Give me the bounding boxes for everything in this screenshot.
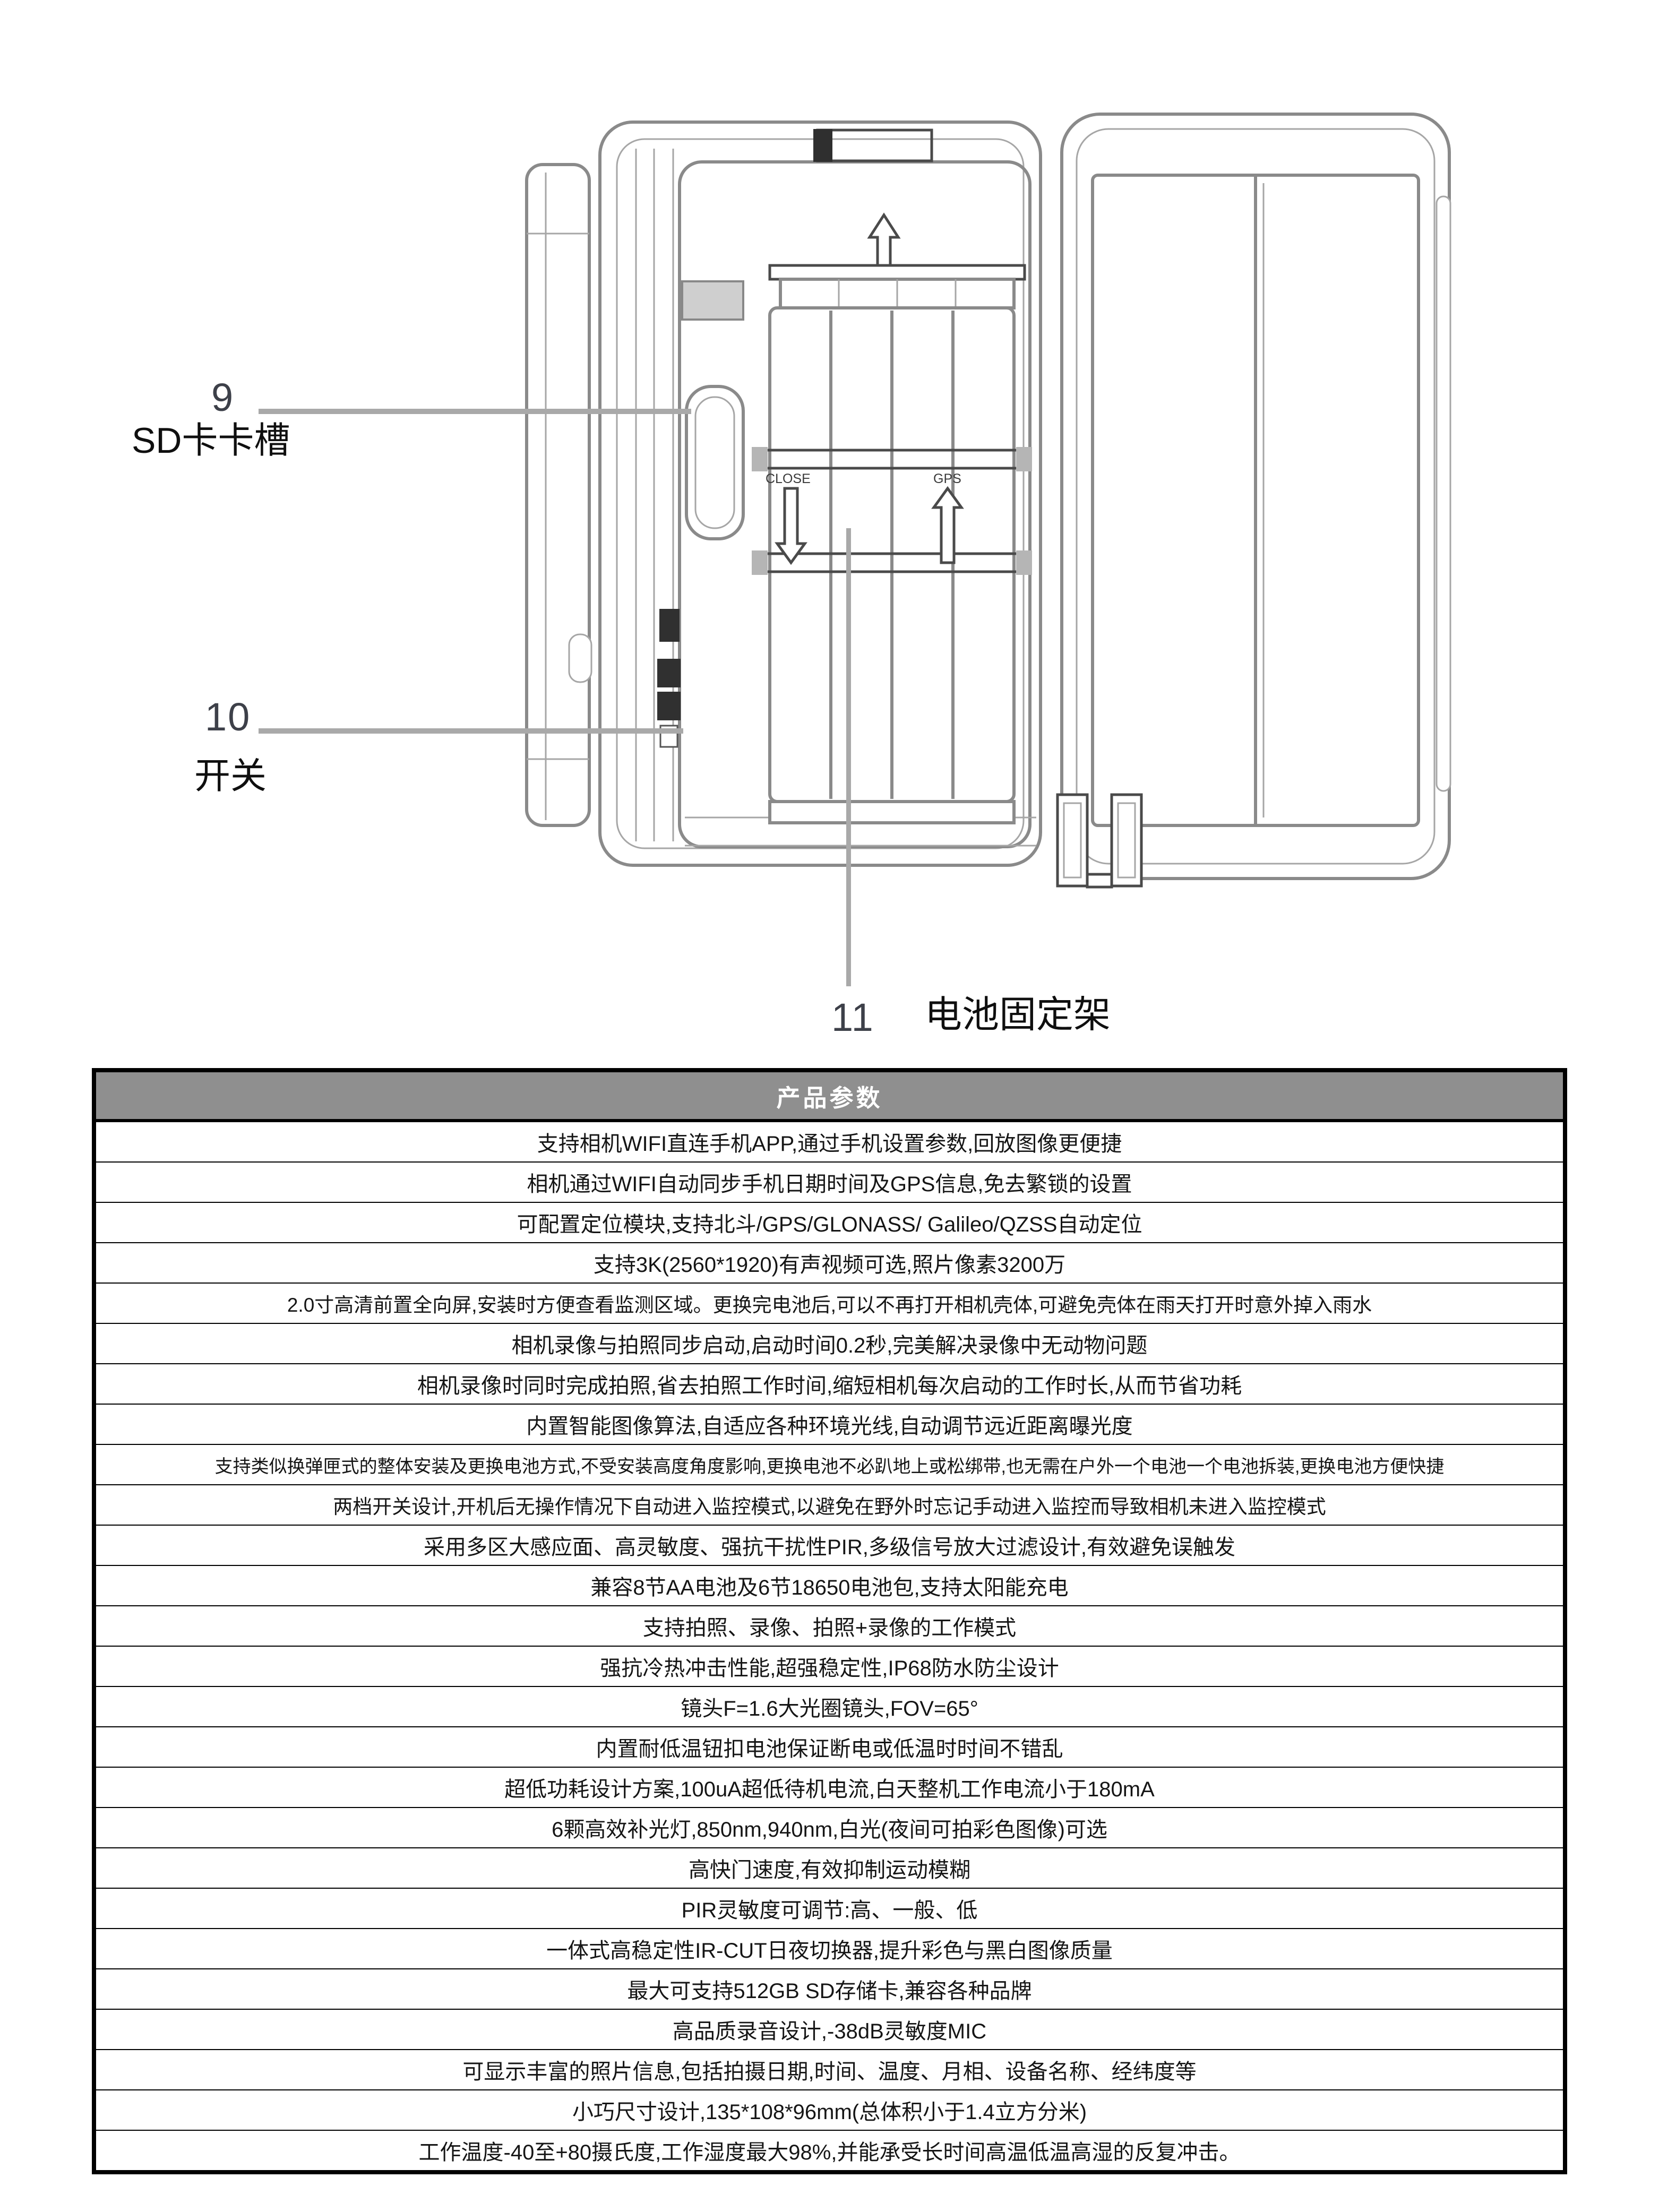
spec-row-20: PIR灵敏度可调节:高、一般、低: [96, 1889, 1563, 1929]
front-door: [1056, 113, 1451, 889]
spec-row-21: 一体式高稳定性IR-CUT日夜切换器,提升彩色与黑白图像质量: [96, 1929, 1563, 1969]
door-latch-posts: [1056, 793, 1143, 889]
spec-row-15: 镜头F=1.6大光圈镜头,FOV=65°: [96, 1687, 1563, 1727]
spec-row-22: 最大可支持512GB SD存储卡,兼容各种品牌: [96, 1969, 1563, 2010]
callout-10-leader-line: [259, 728, 683, 734]
spec-row-9: 支持类似换弹匣式的整体安装及更换电池方式,不受安装高度角度影响,更换电池不必趴地…: [96, 1445, 1563, 1485]
spec-row-14: 强抗冷热冲击性能,超强稳定性,IP68防水防尘设计: [96, 1647, 1563, 1687]
door-hinge: [1435, 195, 1451, 792]
spec-row-25: 小巧尺寸设计,135*108*96mm(总体积小于1.4立方分米): [96, 2090, 1563, 2131]
spec-row-8: 内置智能图像算法,自适应各种环境光线,自动调节远近距离曝光度: [96, 1405, 1563, 1445]
spec-table-title: 产品参数: [96, 1072, 1563, 1122]
spec-row-19: 高快门速度,有效抑制运动模糊: [96, 1848, 1563, 1889]
callout-9-label: SD卡卡槽: [132, 420, 290, 461]
battery-strap-top: [752, 447, 1032, 471]
spec-row-17: 超低功耗设计方案,100uA超低待机电流,白天整机工作电流小于180mA: [96, 1768, 1563, 1808]
product-spec-table: 产品参数 支持相机WIFI直连手机APP,通过手机设置参数,回放图像更便捷 相机…: [92, 1068, 1567, 2174]
camera-diagram-svg: CLOSE GPS: [525, 113, 1451, 889]
spec-row-12: 兼容8节AA电池及6节18650电池包,支持太阳能充电: [96, 1566, 1563, 1606]
power-switch: [657, 609, 681, 748]
battery-rack: CLOSE GPS: [752, 212, 1032, 824]
callout-10-number: 10: [205, 695, 251, 739]
spec-row-24: 可显示丰富的照片信息,包括拍摄日期,时间、温度、月相、设备名称、经纬度等: [96, 2050, 1563, 2090]
callout-9-leader-line: [259, 409, 691, 414]
callout-11-number: 11: [831, 995, 874, 1039]
spec-row-11: 采用多区大感应面、高灵敏度、强抗干扰性PIR,多级信号放大过滤设计,有效避免误触…: [96, 1526, 1563, 1566]
spec-row-3: 可配置定位模块,支持北斗/GPS/GLONASS/ Galileo/QZSS自动…: [96, 1203, 1563, 1243]
spec-row-18: 6颗高效补光灯,850nm,940nm,白光(夜间可拍彩色图像)可选: [96, 1808, 1563, 1848]
spec-row-23: 高品质录音设计,-38dB灵敏度MIC: [96, 2010, 1563, 2050]
sd-card-latch: [681, 280, 745, 540]
gps-arrow-label: GPS: [933, 471, 961, 486]
close-arrow-label: CLOSE: [766, 471, 811, 486]
callout-11-label: 电池固定架: [925, 994, 1111, 1035]
battery-strap-bottom: [752, 550, 1032, 575]
camera-internal-diagram: CLOSE GPS: [520, 104, 1460, 889]
spec-row-5: 2.0寸高清前置全向屏,安装时方便查看监测区域。更换完电池后,可以不再打开相机壳…: [96, 1284, 1563, 1324]
spec-row-1: 支持相机WIFI直连手机APP,通过手机设置参数,回放图像更便捷: [96, 1122, 1563, 1163]
spec-row-4: 支持3K(2560*1920)有声视频可选,照片像素3200万: [96, 1243, 1563, 1284]
back-plate: [525, 163, 592, 827]
spec-row-6: 相机录像与拍照同步启动,启动时间0.2秒,完美解决录像中无动物问题: [96, 1324, 1563, 1364]
spec-row-13: 支持拍照、录像、拍照+录像的工作模式: [96, 1606, 1563, 1647]
spec-row-2: 相机通过WIFI自动同步手机日期时间及GPS信息,免去繁锁的设置: [96, 1163, 1563, 1203]
callout-11-leader-line: [846, 528, 851, 986]
spec-row-7: 相机录像时同时完成拍照,省去拍照工作时间,缩短相机每次启动的工作时长,从而节省功…: [96, 1364, 1563, 1405]
callout-10-label: 开关: [194, 756, 267, 796]
callout-9-number: 9: [211, 375, 235, 419]
spec-row-10: 两档开关设计,开机后无操作情况下自动进入监控模式,以避免在野外时忘记手动进入监控…: [96, 1485, 1563, 1526]
spec-row-16: 内置耐低温钮扣电池保证断电或低温时时间不错乱: [96, 1727, 1563, 1768]
gps-up-arrow-icon: [931, 486, 964, 564]
close-down-arrow-icon: [775, 487, 807, 565]
spec-row-26: 工作温度-40至+80摄氏度,工作湿度最大98%,并能承受长时间高温低温高湿的反…: [418, 2141, 1241, 2164]
